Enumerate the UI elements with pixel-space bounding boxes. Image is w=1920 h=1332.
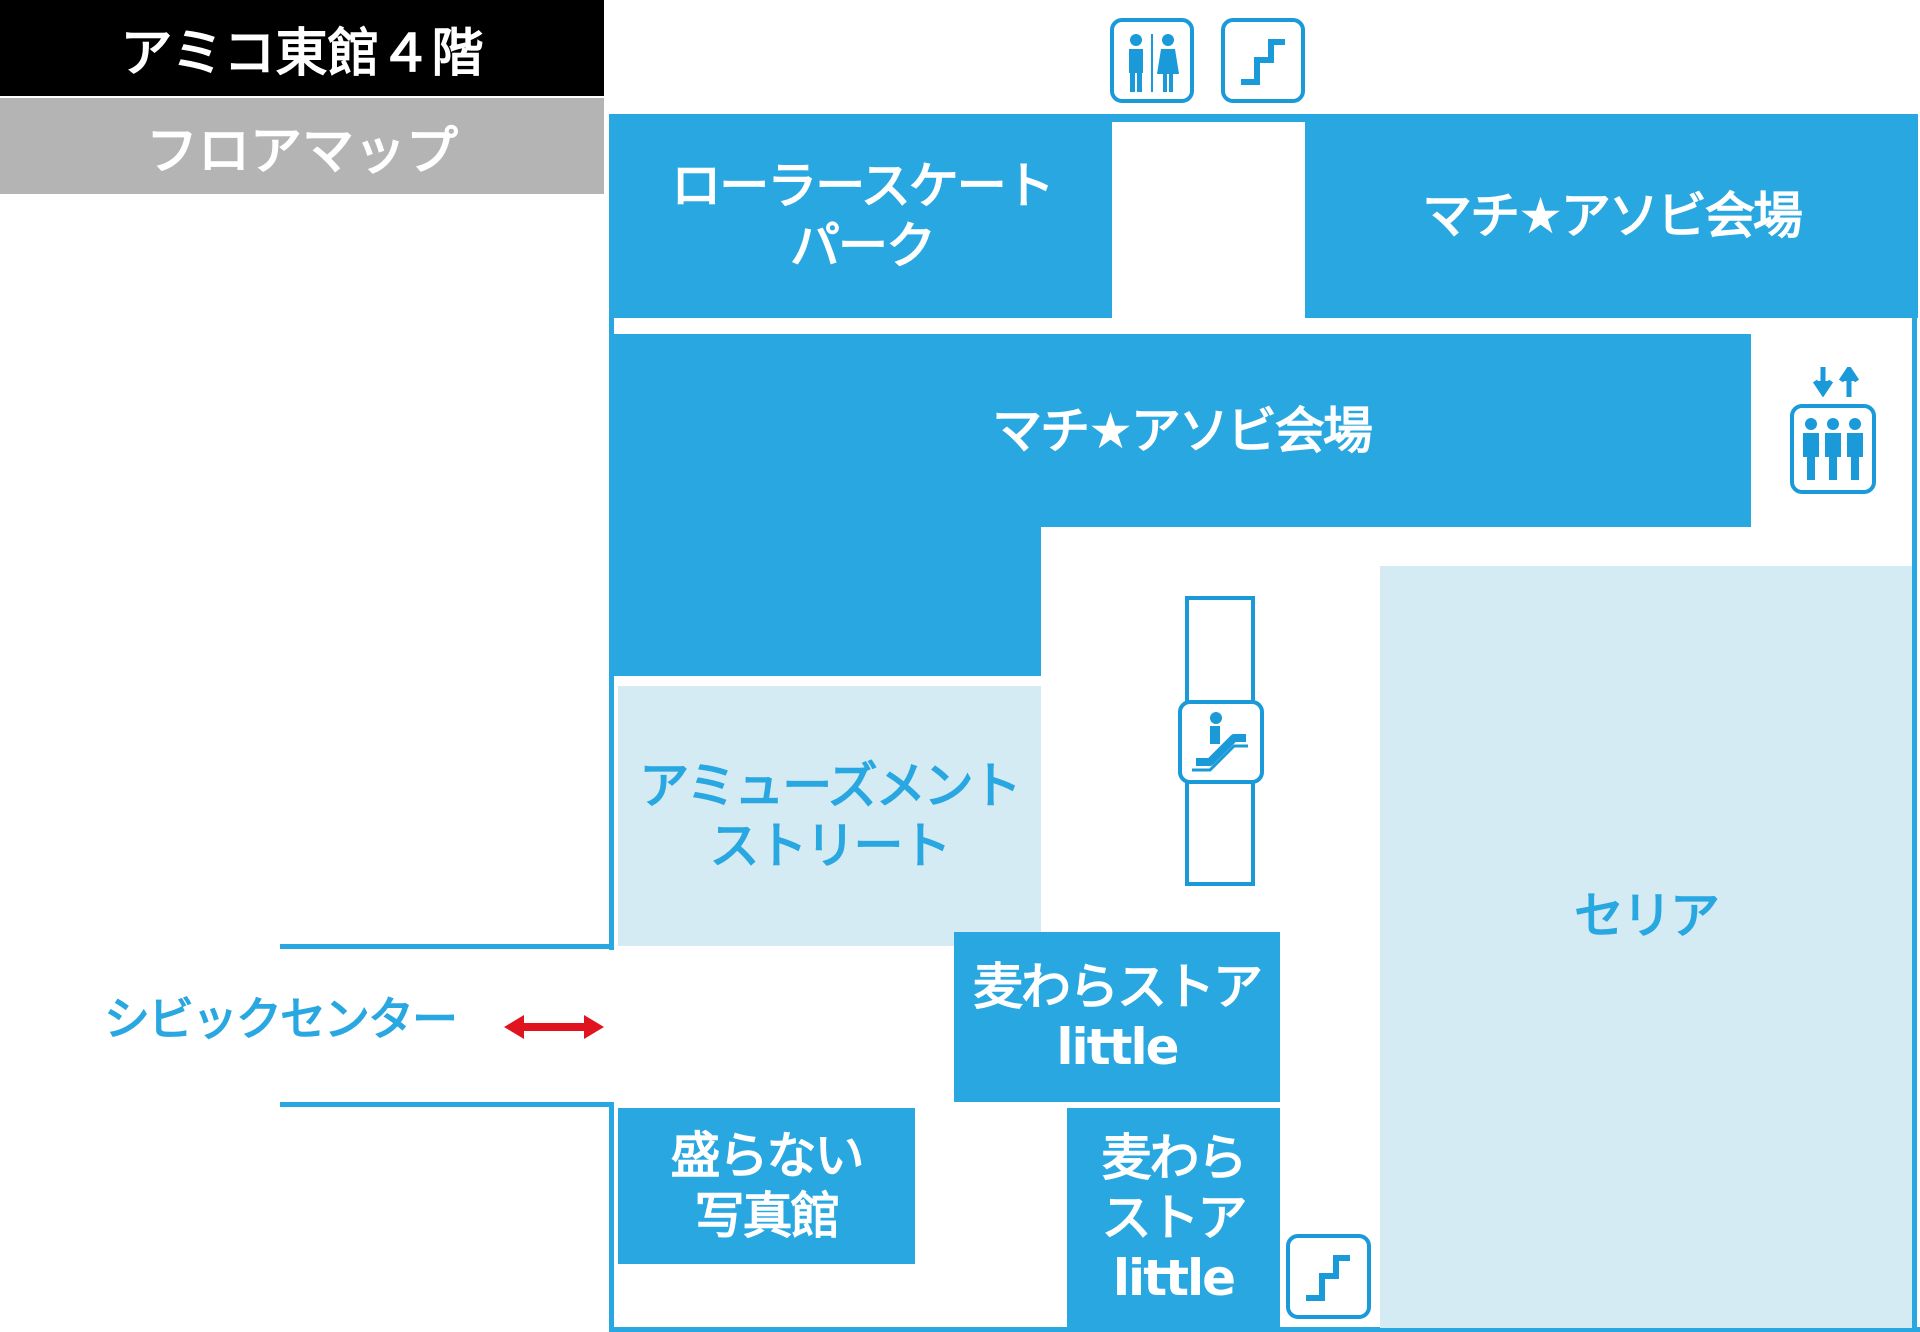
- elevator-icon: [1790, 404, 1876, 494]
- wall-left-lower: [609, 1102, 614, 1332]
- store-amusement-street[interactable]: [618, 686, 1041, 946]
- floor-title: アミコ東館４階: [0, 0, 604, 96]
- store-label: アミューズメント ストリート: [639, 757, 1022, 875]
- wall-left-upper: [609, 114, 614, 950]
- store-machi-asobi-top[interactable]: [1305, 114, 1918, 318]
- corridor-top: [280, 944, 614, 949]
- double-arrow-icon: [504, 1015, 604, 1039]
- wall-top: [612, 114, 1918, 122]
- store-mugiwara-little-1[interactable]: [954, 932, 1280, 1102]
- floor-subtitle: フロアマップ: [0, 98, 604, 194]
- stairs-icon: [1286, 1234, 1371, 1319]
- wall-bottom: [609, 1327, 1920, 1332]
- store-machi-asobi-main-ext[interactable]: [612, 526, 1041, 676]
- store-label: 盛らない 写真館: [670, 1127, 865, 1245]
- store-machi-asobi-main[interactable]: [612, 334, 1751, 527]
- store-roller-skate-park[interactable]: [612, 114, 1112, 318]
- stairs-icon: [1221, 18, 1305, 103]
- store-label: マチ★アソビ会場: [992, 401, 1373, 460]
- store-label: 麦わら ストア little: [1101, 1129, 1248, 1307]
- corridor-bottom: [280, 1102, 614, 1107]
- up-down-arrows-icon: [1812, 367, 1860, 397]
- restroom-icon: [1110, 18, 1194, 103]
- store-moranai-photo[interactable]: [618, 1108, 915, 1264]
- wall-right: [1912, 114, 1917, 1332]
- store-label: セリア: [1574, 887, 1720, 945]
- store-label: 麦わらストア little: [973, 958, 1263, 1076]
- escalator-icon: [1178, 700, 1264, 784]
- store-label: ローラースケート パーク: [671, 157, 1055, 275]
- store-label: マチ★アソビ会場: [1422, 187, 1803, 245]
- store-mugiwara-little-2[interactable]: [1067, 1108, 1280, 1328]
- civic-center-label[interactable]: シビックセンター: [104, 992, 458, 1047]
- store-seria[interactable]: [1380, 566, 1912, 1328]
